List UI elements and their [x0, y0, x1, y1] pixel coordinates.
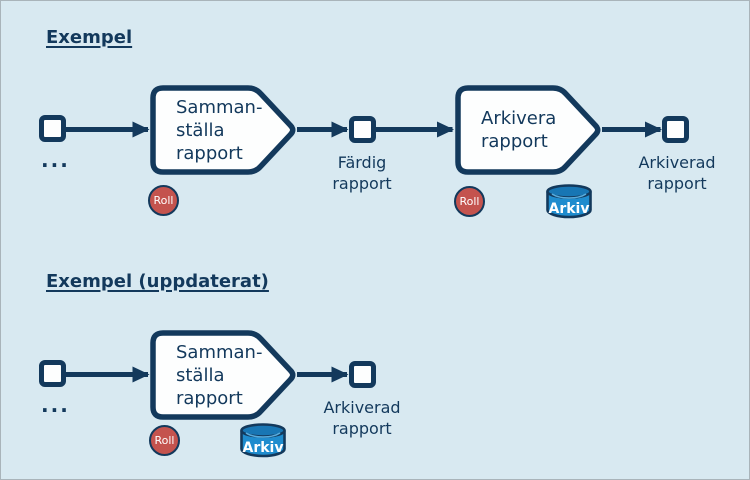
task-label: Arkivera rapport [481, 108, 557, 152]
archive-badge-label: Arkiv [243, 440, 284, 456]
ellipsis-label: ... [41, 148, 70, 172]
end-event-square [662, 116, 689, 143]
intermediate-event-square [349, 116, 376, 143]
archive-database-icon: Arkiv [544, 182, 594, 220]
event-label-archived: Arkiverad rapport [638, 153, 716, 193]
archive-badge-label: Arkiv [549, 201, 590, 217]
task-shape [455, 85, 601, 175]
role-badge-label: Roll [459, 195, 480, 208]
event-label-done: Färdig rapport [332, 153, 392, 193]
section-title-updated: Exempel (uppdaterat) [46, 271, 269, 292]
task-label: Samman- ställa rapport [176, 96, 263, 164]
role-badge: Roll [148, 185, 179, 216]
role-badge: Roll [149, 425, 180, 456]
start-event-square [39, 360, 66, 387]
archive-database-icon: Arkiv [238, 421, 288, 459]
ellipsis-label: ... [41, 393, 70, 417]
event-label-archived: Arkiverad rapport [323, 398, 401, 438]
task-shape [150, 330, 296, 420]
role-badge-label: Roll [154, 434, 175, 447]
section-title-original: Exempel [46, 27, 133, 48]
task-shape [150, 85, 296, 175]
task-label: Samman- ställa rapport [176, 341, 263, 409]
start-event-square [39, 115, 66, 142]
task-compile-report: Samman- ställa rapport [149, 84, 299, 176]
task-archive-report: Arkivera rapport [454, 84, 604, 176]
end-event-square [349, 361, 376, 388]
task-compile-report-updated: Samman- ställa rapport [149, 329, 299, 421]
role-badge: Roll [454, 186, 485, 217]
role-badge-label: Roll [153, 194, 174, 207]
